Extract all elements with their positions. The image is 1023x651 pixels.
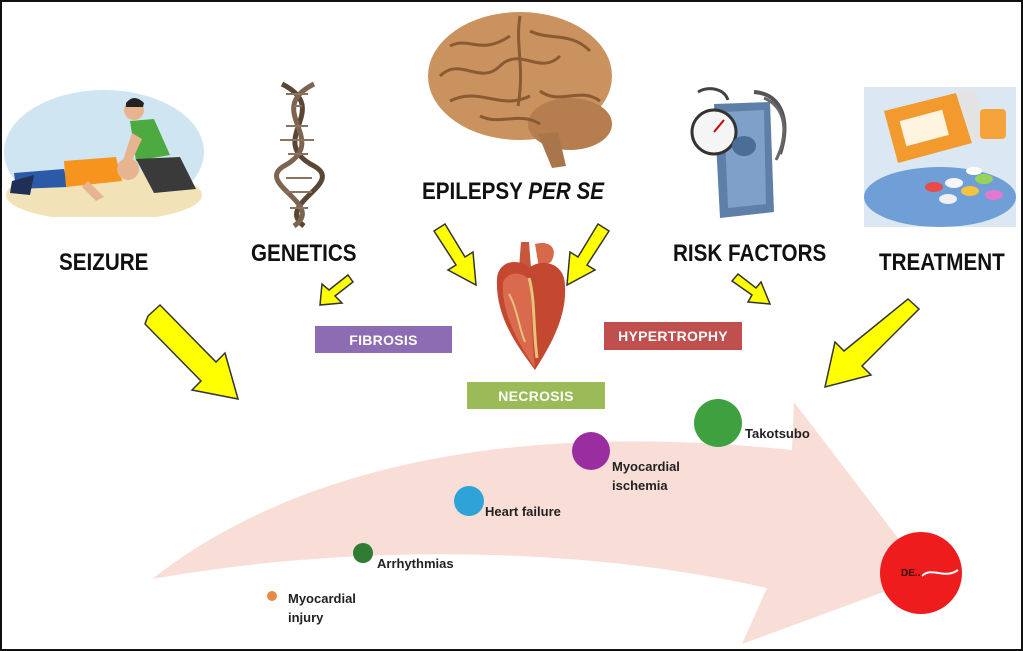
epilepsy-label-main: EPILEPSY xyxy=(422,178,529,205)
heart-failure-label: Heart failure xyxy=(485,504,561,519)
arrhythmias-label: Arrhythmias xyxy=(377,556,454,571)
death-scribble xyxy=(921,569,959,577)
seizure-arrow xyxy=(144,303,240,400)
myocardial-ischemia-line-2: ischemia xyxy=(612,478,668,493)
heart-illustration xyxy=(489,238,571,373)
death-label: DE... xyxy=(901,568,924,579)
myocardial-injury-line-1: Myocardial xyxy=(288,591,356,606)
myocardial-injury-label: Myocardial injury xyxy=(288,589,356,627)
brain-illustration xyxy=(420,6,616,172)
epilepsy-left-arrow xyxy=(432,222,477,287)
risk-factors-arrow xyxy=(730,272,772,305)
myocardial-ischemia-dot xyxy=(572,432,610,470)
myocardial-ischemia-label: Myocardial ischemia xyxy=(612,457,680,495)
takotsubo-dot xyxy=(694,399,742,447)
pill-bottle-illustration xyxy=(864,87,1016,227)
seizure-label: SEIZURE xyxy=(59,249,149,276)
myocardial-injury-dot xyxy=(267,591,277,601)
genetics-label: GENETICS xyxy=(251,240,357,267)
treatment-arrow xyxy=(824,298,921,389)
risk-factors-label: RISK FACTORS xyxy=(673,240,827,267)
myocardial-injury-line-2: injury xyxy=(288,610,324,625)
epilepsy-label-italic: PER SE xyxy=(528,178,605,205)
hypertrophy-box: HYPERTROPHY xyxy=(604,322,742,350)
treatment-label: TREATMENT xyxy=(879,249,1005,276)
blood-pressure-illustration xyxy=(684,84,794,226)
fibrosis-box: FIBROSIS xyxy=(315,326,452,353)
epilepsy-label: EPILEPSY PER SE xyxy=(422,178,604,206)
myocardial-ischemia-line-1: Myocardial xyxy=(612,459,680,474)
necrosis-box: NECROSIS xyxy=(467,382,605,409)
epilepsy-right-arrow xyxy=(566,222,611,287)
dna-illustration xyxy=(264,80,339,230)
genetics-arrow xyxy=(319,273,355,306)
takotsubo-label: Takotsubo xyxy=(745,426,810,441)
seizure-illustration xyxy=(4,77,204,217)
arrhythmias-dot xyxy=(353,543,373,563)
heart-failure-dot xyxy=(454,486,484,516)
